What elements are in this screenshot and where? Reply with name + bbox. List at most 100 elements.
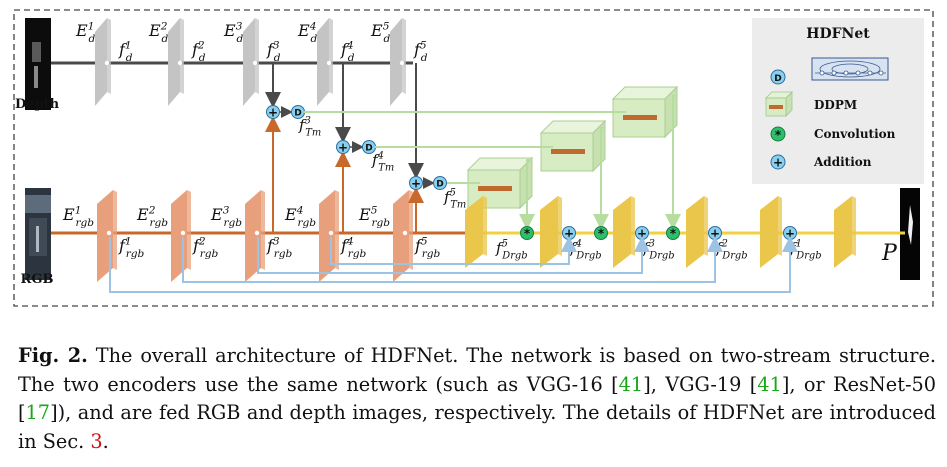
dynamic-filter-op: D [291, 105, 305, 119]
rgb-feature-node [180, 230, 186, 236]
svg-text:+: + [564, 227, 574, 241]
caption-text-1: The overall architecture of HDFNet. The … [18, 344, 936, 396]
depth-encoder-block [168, 18, 184, 106]
decoder-block [465, 196, 487, 268]
skip-connection [257, 236, 650, 274]
svg-text:D: D [774, 74, 781, 84]
citation-link[interactable]: 41 [757, 372, 782, 396]
figure-caption: Fig. 2. The overall architecture of HDFN… [18, 342, 936, 456]
output-label: P [881, 241, 898, 266]
svg-text:+: + [268, 106, 278, 120]
svg-text:+: + [338, 141, 348, 155]
rgb-feature-node [254, 230, 260, 236]
depth-feature-node [326, 60, 332, 66]
diagram-frame [13, 9, 934, 307]
svg-text:D: D [294, 109, 301, 119]
ddpm-to-conv-arrow [665, 95, 681, 230]
convolution-op: * [520, 226, 534, 241]
rgb-encoder-block [97, 190, 117, 282]
depth-feature-node [399, 60, 405, 66]
svg-text:*: * [775, 128, 782, 142]
ddpm-module [611, 85, 679, 139]
depth-feature-node [104, 60, 110, 66]
ddpm-to-conv-arrow [519, 159, 535, 230]
depth-encoder-block [317, 18, 333, 106]
caption-text-2: ], VGG-19 [ [643, 372, 758, 396]
rgb-encoder-block [319, 190, 339, 282]
legend-label-convolution: Convolution [814, 127, 896, 141]
decoder-block [540, 196, 562, 268]
svg-text:+: + [710, 227, 720, 241]
output-image [900, 188, 920, 280]
rgb-feature-node [328, 230, 334, 236]
fusion-addition-op: + [336, 140, 350, 155]
decoder-block [760, 196, 782, 268]
svg-text:*: * [598, 227, 605, 241]
legend-ddpm-cube-icon [765, 91, 793, 117]
depth-encoder-block [243, 18, 259, 106]
legend-label-ddpm: DDPM [814, 98, 857, 112]
depth-encoder-block [390, 18, 406, 106]
decoder-block [834, 196, 856, 268]
fusion-addition-op: + [266, 105, 280, 120]
rgb-label: RGB [21, 272, 54, 287]
svg-text:*: * [524, 227, 531, 241]
citation-link[interactable]: 41 [618, 372, 644, 396]
convolution-op: * [666, 226, 680, 241]
depth-label: Depth [15, 97, 60, 112]
skip-connection [109, 236, 798, 293]
legend-convolution-icon: * [770, 126, 786, 142]
svg-text:D: D [365, 144, 372, 154]
caption-label: Fig. 2. [18, 344, 88, 367]
legend-label-addition: Addition [813, 155, 872, 169]
citation-link[interactable]: 17 [25, 401, 51, 424]
rgb-input-image [25, 188, 51, 280]
svg-text:*: * [670, 227, 677, 241]
rgb-feature-node [106, 230, 112, 236]
depth-feature-node [252, 60, 258, 66]
depth-input-image [25, 18, 51, 110]
legend: HDFNet D DDPM * Convolution [752, 18, 924, 184]
architecture-diagram: HDFNet D DDPM * Convolution [13, 9, 934, 307]
section-link[interactable]: 3 [90, 429, 103, 453]
rgb-encoder-block [171, 190, 191, 282]
svg-text:+: + [637, 227, 647, 241]
svg-text:+: + [773, 156, 783, 170]
decoder-block [613, 196, 635, 268]
svg-text:+: + [411, 177, 421, 191]
ddpm-to-conv-arrow [593, 127, 609, 230]
convolution-op: * [594, 226, 608, 241]
caption-text-5: . [102, 429, 109, 453]
legend-ddpm-mini-icon [811, 57, 889, 81]
fusion-addition-op: + [409, 176, 423, 191]
decoder-block [686, 196, 708, 268]
dynamic-filter-op: D [433, 176, 447, 190]
svg-text:D: D [436, 180, 443, 190]
legend-title: HDFNet [806, 26, 870, 42]
rgb-feature-node [402, 230, 408, 236]
